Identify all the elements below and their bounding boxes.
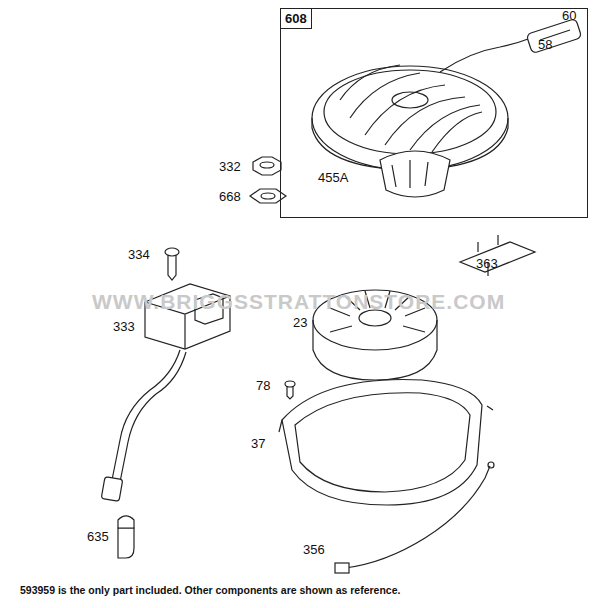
callout-number: 333 xyxy=(113,320,135,333)
caption: 593959 is the only part included. Other … xyxy=(20,585,400,596)
callout-number: 668 xyxy=(219,190,241,203)
callout-number: 455A xyxy=(318,171,348,184)
callout-number: 334 xyxy=(128,248,150,261)
kit-number: 608 xyxy=(280,8,312,29)
callout-number: 356 xyxy=(303,543,325,556)
watermark: WWW.BRIGGSSTRATTONSTORE.COM xyxy=(92,291,505,312)
callout-number: 23 xyxy=(293,316,307,329)
callout-number: 37 xyxy=(251,437,265,450)
callout-number: 58 xyxy=(538,38,552,51)
callout-number: 332 xyxy=(219,160,241,173)
callout-number: 635 xyxy=(87,530,109,543)
callout-number: 78 xyxy=(256,379,270,392)
callout-number: 363 xyxy=(476,257,498,270)
callout-number: 60 xyxy=(562,9,576,22)
